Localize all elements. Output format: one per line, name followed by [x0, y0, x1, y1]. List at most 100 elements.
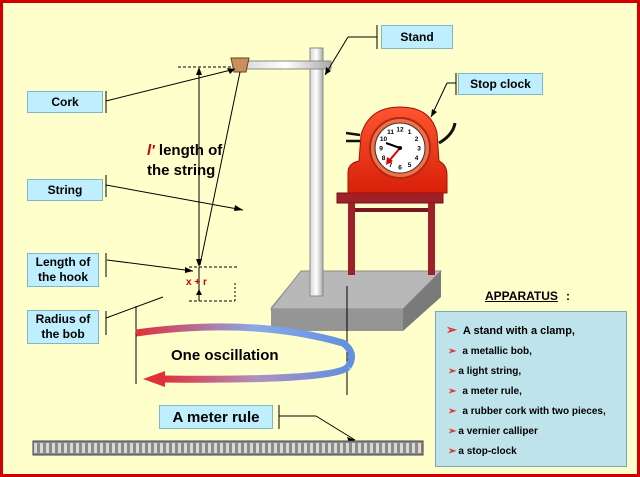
rule-segment: [364, 443, 367, 453]
rule-segment: [376, 443, 379, 453]
clock-number: 8: [382, 155, 386, 162]
rule-segment: [46, 443, 49, 453]
rule-segment: [316, 443, 319, 453]
length-text-line2: the string: [147, 162, 216, 179]
rule-segment: [244, 443, 247, 453]
pendulum-string: [199, 71, 241, 266]
rule-segment: [190, 443, 193, 453]
apparatus-item: ➢a metallic bob,: [448, 346, 532, 357]
apparatus-item: ➢a meter rule,: [448, 386, 522, 397]
rule-segment: [88, 443, 91, 453]
clock-number: 11: [387, 129, 394, 136]
rule-segment: [136, 443, 139, 453]
apparatus-colon: :: [566, 289, 570, 303]
apparatus-item: ➢A stand with a clamp,: [446, 322, 575, 337]
rule-segment: [220, 443, 223, 453]
rule-segment: [34, 443, 37, 453]
clock-number: 1: [408, 129, 412, 136]
length-symbol: l': [147, 142, 155, 159]
length-text-line1: length of: [158, 142, 223, 159]
rule-segment: [40, 443, 43, 453]
rule-segment: [178, 443, 181, 453]
clock-number: 4: [415, 155, 419, 162]
clock-number: 6: [398, 165, 402, 172]
clock-number: 5: [408, 162, 412, 169]
length-of-string-text: l' length of the string: [147, 141, 222, 181]
clock-number: 12: [396, 127, 404, 134]
label-stand: Stand: [381, 25, 453, 49]
stand-arm: [240, 60, 332, 70]
arrow-bullet-icon: ➢: [446, 322, 457, 337]
label-meter-rule: A meter rule: [159, 405, 273, 429]
rule-segment: [154, 443, 157, 453]
table: [336, 192, 444, 275]
rule-segment: [118, 443, 121, 453]
rule-segment: [70, 443, 73, 453]
label-cork: Cork: [27, 91, 103, 113]
rule-segment: [226, 443, 229, 453]
rule-segment: [100, 443, 103, 453]
rule-segment: [64, 443, 67, 453]
rule-segment: [262, 443, 265, 453]
arrow-bullet-icon: ➢: [448, 366, 457, 377]
rule-segment: [340, 443, 343, 453]
rule-segment: [370, 443, 373, 453]
clock-number: 3: [417, 146, 421, 153]
rule-segment: [58, 443, 61, 453]
oscillation-arrow: [135, 286, 356, 395]
rule-segment: [238, 443, 241, 453]
apparatus-title: APPARATUS: [485, 289, 558, 303]
rule-segment: [130, 443, 133, 453]
rule-segment: [202, 443, 205, 453]
rule-segment: [292, 443, 295, 453]
apparatus-item: ➢a vernier calliper: [448, 426, 538, 437]
rule-segment: [406, 443, 409, 453]
rule-segment: [334, 443, 337, 453]
apparatus-item: ➢a light string,: [448, 366, 522, 377]
arrow-bullet-icon: ➢: [448, 346, 457, 357]
clock-number: 2: [415, 136, 419, 143]
rule-segment: [160, 443, 163, 453]
meter-rule: [32, 440, 424, 456]
rule-segment: [232, 443, 235, 453]
apparatus-item: ➢a stop-clock: [448, 446, 517, 457]
rule-segment: [124, 443, 127, 453]
rule-segment: [400, 443, 403, 453]
rule-segment: [166, 443, 169, 453]
rule-segment: [358, 443, 361, 453]
leader-arrowheads: [185, 67, 437, 443]
rule-segment: [256, 443, 259, 453]
arrow-bullet-icon: ➢: [448, 426, 457, 437]
rule-segment: [250, 443, 253, 453]
apparatus-list: ➢A stand with a clamp, ➢a metallic bob, …: [435, 311, 627, 467]
leader-lines: [105, 36, 456, 441]
arrow-bullet-icon: ➢: [448, 406, 457, 417]
rule-segment: [196, 443, 199, 453]
rule-segment: [298, 443, 301, 453]
rule-segment: [82, 443, 85, 453]
rule-segment: [274, 443, 277, 453]
stand-pole: [309, 47, 324, 297]
arrow-bullet-icon: ➢: [448, 386, 457, 397]
apparatus-item: ➢a rubber cork with two pieces,: [448, 406, 606, 417]
rule-segment: [388, 443, 391, 453]
rule-segment: [52, 443, 55, 453]
label-stop-clock: Stop clock: [458, 73, 543, 95]
rule-segment: [412, 443, 415, 453]
rule-segment: [352, 443, 355, 453]
x-plus-r-label: x + r: [186, 277, 207, 288]
rule-segment: [208, 443, 211, 453]
clock-number: 7: [389, 162, 393, 169]
rule-segment: [280, 443, 283, 453]
cork: [230, 57, 250, 73]
rule-segment: [286, 443, 289, 453]
rule-segment: [112, 443, 115, 453]
rule-segment: [142, 443, 145, 453]
rule-segment: [214, 443, 217, 453]
rule-segment: [304, 443, 307, 453]
clock-number: 10: [380, 136, 388, 143]
rule-segment: [172, 443, 175, 453]
